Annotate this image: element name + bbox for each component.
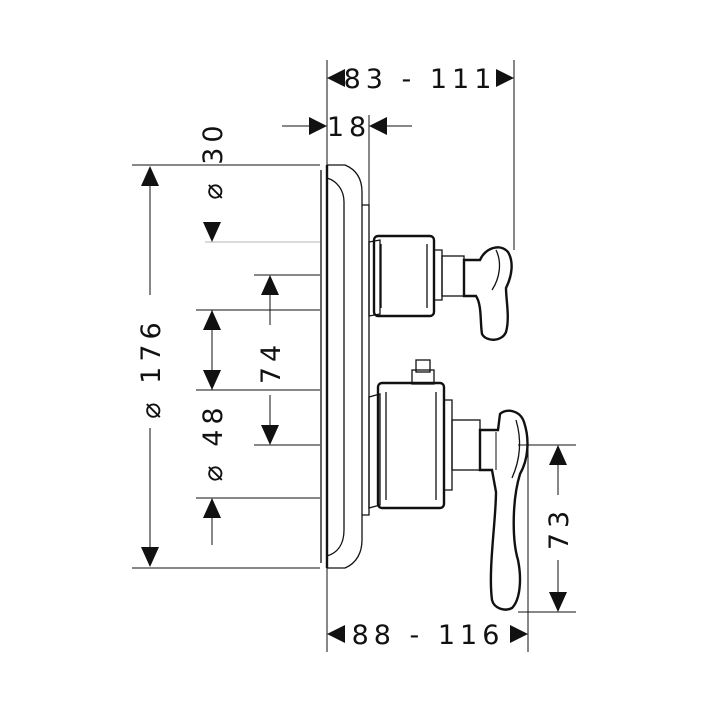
lower-handle (368, 359, 529, 611)
dimension-bottom-depth: 88 - 116 (327, 620, 528, 651)
dimension-lever-height-label: 73 (544, 506, 575, 550)
dimension-top-depth-label: 83 - 111 (344, 64, 497, 95)
dimension-wall-offset: 18 (282, 112, 412, 143)
dimension-center-distance: 74 (256, 275, 287, 445)
dimension-lower-diameter-label: ⌀ 48 (198, 402, 229, 481)
dimension-upper-diameter: ⌀ 30 (198, 120, 229, 390)
dimension-upper-diameter-label: ⌀ 30 (198, 120, 229, 199)
dimension-wall-offset-label: 18 (327, 112, 371, 143)
upper-handle (368, 234, 513, 341)
dimension-center-distance-label: 74 (256, 340, 287, 384)
dimension-plate-diameter-label: ⌀ 176 (136, 317, 167, 418)
dimension-bottom-depth-label: 88 - 116 (352, 620, 505, 651)
dimension-top-depth: 83 - 111 (327, 64, 514, 95)
dimension-plate-diameter: ⌀ 176 (136, 166, 167, 567)
wall-plate (320, 164, 370, 569)
extension-lines (132, 60, 576, 652)
dimension-lever-height: 73 (544, 445, 575, 612)
dimension-lower-diameter: ⌀ 48 (198, 370, 229, 545)
